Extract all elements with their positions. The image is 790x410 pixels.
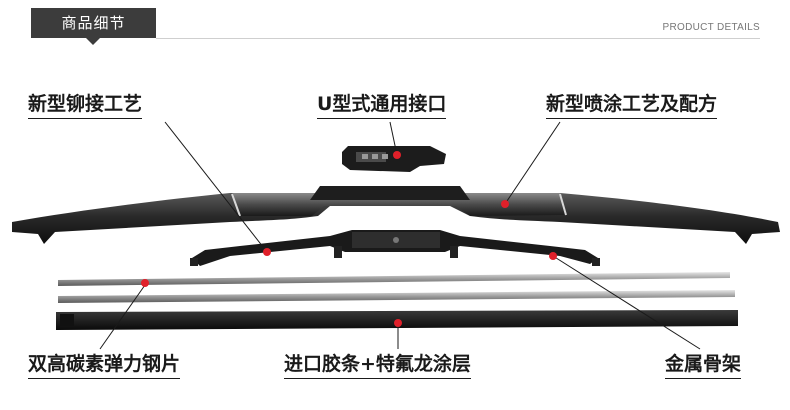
section-header: 商品细节 PRODUCT DETAILS bbox=[0, 0, 790, 52]
marker-coating bbox=[501, 200, 509, 208]
callout-metal-frame: 金属骨架 bbox=[665, 352, 742, 379]
callout-steel-strip: 双高碳素弹力钢片 bbox=[28, 352, 181, 379]
leader-lines bbox=[99, 121, 701, 350]
marker-frame bbox=[549, 252, 557, 260]
marker-rubber bbox=[394, 319, 402, 327]
marker-rivet bbox=[263, 248, 271, 256]
wiper-body bbox=[12, 186, 780, 244]
callout-u-connector: U型式通用接口 bbox=[317, 92, 447, 119]
callout-coating-process: 新型喷涂工艺及配方 bbox=[546, 92, 718, 119]
marker-connector bbox=[393, 151, 401, 159]
header-rule bbox=[156, 38, 760, 39]
u-connector bbox=[342, 146, 446, 172]
marker-steel bbox=[141, 279, 149, 287]
section-tab: 商品细节 bbox=[31, 8, 156, 38]
metal-frame bbox=[190, 230, 600, 266]
markers bbox=[141, 151, 557, 327]
callout-rivet-process: 新型铆接工艺 bbox=[28, 92, 143, 119]
section-subtitle: PRODUCT DETAILS bbox=[662, 22, 760, 33]
callout-rubber-refill: 进口胶条+特氟龙涂层 bbox=[284, 352, 471, 379]
tab-pointer bbox=[86, 38, 100, 45]
steel-strips bbox=[58, 272, 735, 303]
